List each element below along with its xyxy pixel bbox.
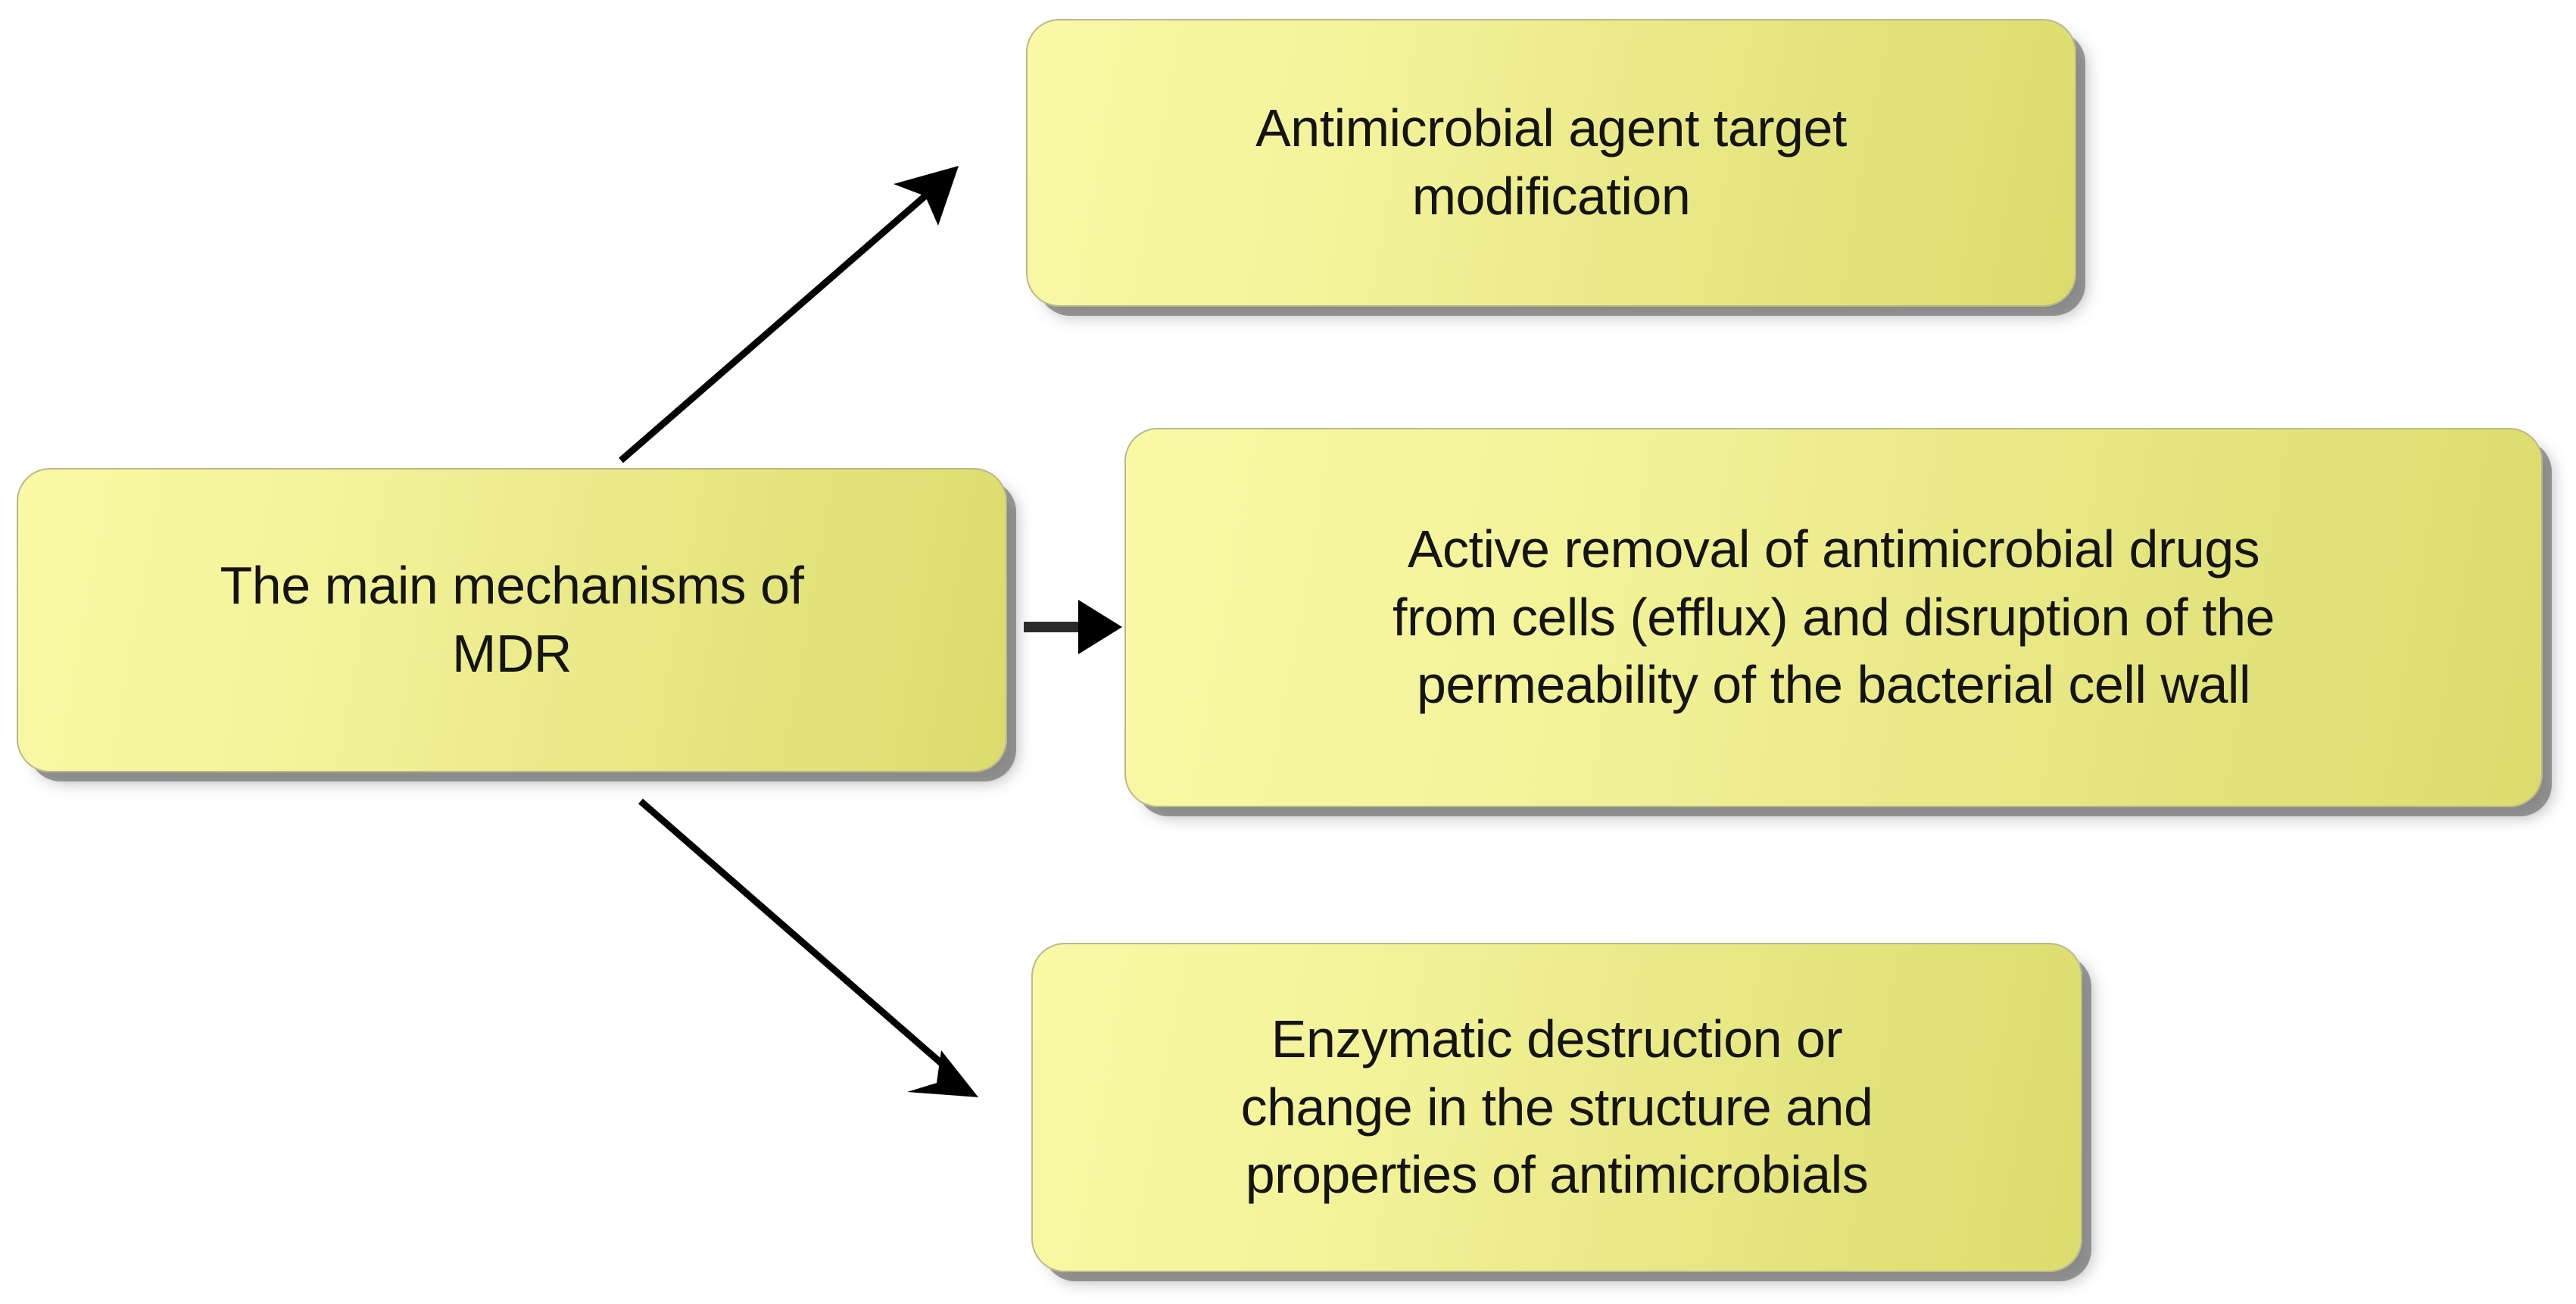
arrowhead-icon xyxy=(1078,600,1122,654)
connector-root-to-target-modification xyxy=(619,166,959,463)
arrowhead-icon xyxy=(907,1050,978,1097)
node-label: Enzymatic destruction or change in the s… xyxy=(1240,1009,1873,1205)
node-enzymatic-destruction[interactable]: Enzymatic destruction or change in the s… xyxy=(1031,943,2082,1272)
node-antimicrobial-agent-target-modification[interactable]: Antimicrobial agent target modification xyxy=(1026,19,2076,307)
node-active-removal-efflux[interactable]: Active removal of antimicrobial drugs fr… xyxy=(1124,428,2543,807)
arrowhead-icon xyxy=(893,166,959,226)
node-main-mechanisms-of-mdr[interactable]: The main mechanisms of MDR xyxy=(17,468,1007,772)
connector-root-to-enzymatic xyxy=(638,798,978,1097)
node-label: The main mechanisms of MDR xyxy=(220,556,804,683)
connector-line xyxy=(619,186,935,463)
node-label: Active removal of antimicrobial drugs fr… xyxy=(1392,519,2275,715)
node-label: Antimicrobial agent target modification xyxy=(1255,98,1847,226)
connector-line xyxy=(638,798,955,1076)
connector-root-to-efflux xyxy=(1024,600,1122,654)
